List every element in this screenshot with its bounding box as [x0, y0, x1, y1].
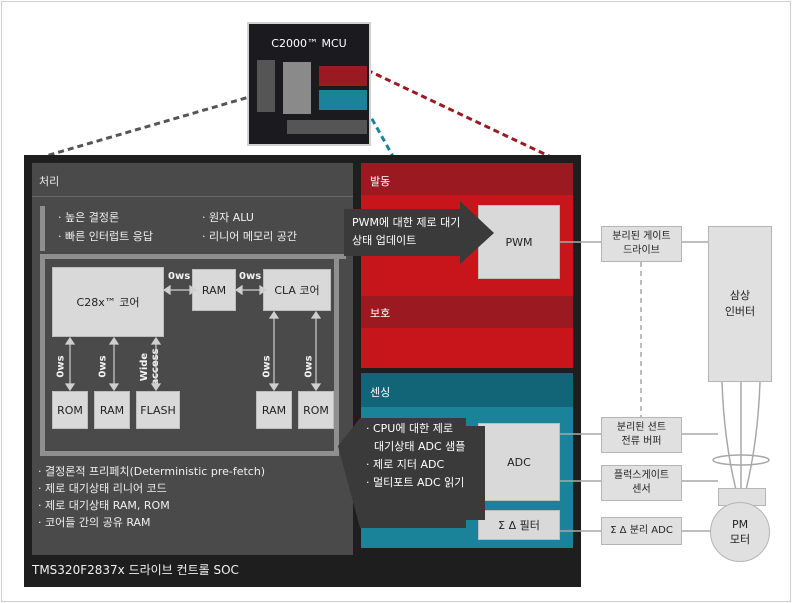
sensing-header: 센싱 — [370, 386, 391, 399]
gate-drive-line2: 드라이브 — [623, 245, 660, 256]
mem-flash: FLASH — [136, 391, 180, 429]
note-3: · 제로 대기상태 RAM, ROM — [38, 499, 170, 512]
processing-header: 처리 — [39, 175, 60, 188]
shunt-line2: 전류 버퍼 — [621, 436, 662, 447]
mcu-block-bottom — [287, 120, 367, 134]
sensing-bullet-4: · 멀티포트 ADC 읽기 — [366, 476, 465, 489]
sensing-bullet-3: · 제로 지터 ADC — [366, 458, 445, 471]
pwm-box: PWM — [478, 205, 560, 279]
shunt-line1: 분리된 션트 — [616, 422, 667, 433]
mcu-block-memory — [283, 62, 311, 114]
note-4: · 코어들 간의 공유 RAM — [38, 516, 151, 529]
gate-drive-line1: 분리된 게이트 — [612, 231, 671, 242]
adc-box: ADC — [478, 423, 560, 501]
soc-label: TMS320F2837x 드라이브 컨트롤 SOC — [32, 563, 239, 577]
mem-ram-right: RAM — [256, 391, 292, 429]
motor-line1: PM — [731, 518, 749, 531]
inverter-line1: 삼상 — [729, 289, 751, 302]
sigma-delta-filter-box: Σ Δ 필터 — [478, 510, 560, 540]
actuation-header: 발동 — [370, 175, 391, 188]
arrow-text-2: 상태 업데이트 — [352, 234, 417, 247]
flux-line2: 센서 — [632, 484, 651, 495]
mcu-block-sensing — [319, 90, 367, 110]
ows-label-2: 0ws — [239, 271, 262, 282]
sensing-bullet-2: 대기상태 ADC 샘플 — [374, 440, 466, 453]
mem-rom-left: ROM — [52, 391, 88, 429]
feature-right-2: · 리니어 메모리 공간 — [202, 230, 297, 243]
cla-core-box: CLA 코어 — [263, 269, 331, 311]
mcu-chip: C2000™ MCU — [247, 22, 371, 146]
feature-right-1: · 원자 ALU — [202, 211, 254, 224]
sd-adc-box: Σ Δ 분리 ADC — [601, 517, 682, 545]
mcu-title: C2000™ MCU — [271, 37, 347, 50]
motor-line2: 모터 — [729, 533, 751, 546]
ows-label-1: 0ws — [168, 271, 191, 282]
mcu-block-actuation — [319, 66, 367, 86]
mem-ram-left: RAM — [94, 391, 130, 429]
note-1: · 결정론적 프리페치(Deterministic pre-fetch) — [38, 465, 266, 478]
protection-header: 보호 — [370, 307, 391, 320]
inverter-line2: 인버터 — [724, 305, 756, 318]
pm-motor: PM 모터 — [710, 502, 770, 562]
mcu-block-processing — [257, 60, 275, 112]
c28x-core-box: C28x™ 코어 — [52, 267, 164, 337]
mem-rom-right: ROM — [298, 391, 334, 429]
sensing-bullet-1: · CPU에 대한 제로 — [366, 422, 453, 435]
arrow-text-1: PWM에 대한 제로 대기 — [352, 216, 461, 229]
note-2: · 제로 대기상태 리니어 코드 — [38, 482, 167, 495]
processing-panel: 처리 · 높은 결정론 · 빠른 인터럽트 응답 · 원자 ALU · 리니어 … — [32, 163, 353, 555]
feature-left-2: · 빠른 인터럽트 응답 — [58, 230, 153, 243]
feature-left-1: · 높은 결정론 — [58, 211, 120, 224]
flux-line1: 플럭스게이트 — [613, 470, 670, 481]
